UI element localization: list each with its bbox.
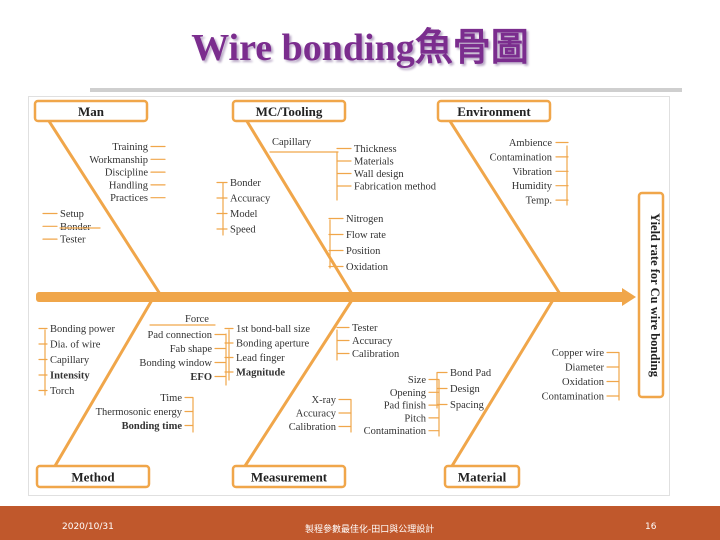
mc-cause: Materials xyxy=(354,157,394,168)
measurement-cause: 1st bond-ball size xyxy=(236,324,310,335)
category-mc-tooling-label: MC/Tooling xyxy=(256,104,323,119)
material-cause: Pad finish xyxy=(384,401,427,412)
man-cause: Bonder xyxy=(60,222,91,233)
mc-cause: Nitrogen xyxy=(346,214,384,225)
environment-cause: Temp. xyxy=(526,196,552,207)
method-cause: Bonding time xyxy=(122,421,183,432)
bone-material xyxy=(450,298,555,468)
effect-label: Yield rate for Cu wire bonding xyxy=(648,213,662,378)
method-cause: Torch xyxy=(50,386,75,397)
measurement-cause: Tester xyxy=(352,323,378,334)
category-environment-box xyxy=(436,99,552,123)
material-cause: Size xyxy=(408,375,426,386)
category-man-box xyxy=(33,99,149,123)
bone-environment xyxy=(446,116,562,296)
material-cause: Pitch xyxy=(404,413,426,424)
mc-cause: Bonder xyxy=(230,178,261,189)
bone-man xyxy=(45,116,162,296)
mc-cause: Model xyxy=(230,209,257,220)
mc-cause: Fabrication method xyxy=(354,182,437,193)
measurement-cause: Magnitude xyxy=(236,368,285,379)
footer-bar xyxy=(0,506,720,540)
material-cause: Bond Pad xyxy=(450,368,492,379)
category-measurement-box xyxy=(231,464,347,489)
environment-cause: Contamination xyxy=(490,152,553,163)
slide-title: Wire bonding魚骨圖 xyxy=(191,27,529,69)
measurement-cause: Accuracy xyxy=(352,336,393,347)
category-environment-label: Environment xyxy=(457,104,531,119)
material-cause: Spacing xyxy=(450,400,485,411)
bone-measurement xyxy=(243,298,354,468)
category-method-label: Method xyxy=(71,470,115,485)
measurement-cause: X-ray xyxy=(312,395,337,406)
method-cause: Capillary xyxy=(50,355,90,366)
method-cause: EFO xyxy=(190,372,212,383)
category-measurement-label: Measurement xyxy=(251,470,328,485)
environment-cause: Ambience xyxy=(509,138,552,149)
method-cause: Bonding window xyxy=(139,358,212,369)
mc-cause: Flow rate xyxy=(346,230,386,241)
diagram-frame xyxy=(28,96,670,496)
material-cause: Oxidation xyxy=(562,377,605,388)
material-cause: Contamination xyxy=(542,392,605,403)
man-cause: Setup xyxy=(60,209,84,220)
category-mc-tooling-box xyxy=(231,99,347,123)
environment-cause: Vibration xyxy=(512,167,552,178)
mc-cause: Speed xyxy=(230,225,256,236)
man-cause: Discipline xyxy=(105,168,148,179)
man-cause: Handling xyxy=(109,180,149,191)
mc-cause: Thickness xyxy=(354,144,397,155)
footer-date: 2020/10/31 xyxy=(62,522,114,532)
bone-method xyxy=(53,298,154,468)
measurement-cause: Bonding aperture xyxy=(236,339,310,350)
spine-arrowhead xyxy=(622,288,636,306)
mc-cause: Capillary xyxy=(272,137,312,148)
man-cause: Practices xyxy=(110,193,148,204)
method-cause: Intensity xyxy=(50,371,90,382)
footer-page-number: 16 xyxy=(645,522,657,532)
material-cause: Opening xyxy=(390,388,427,399)
material-cause: Copper wire xyxy=(552,348,605,359)
measurement-cause: Accuracy xyxy=(296,409,337,420)
footer-center-text: 製程參數最佳化-田口與公理設計 xyxy=(305,525,435,535)
environment-cause: Humidity xyxy=(512,181,553,192)
category-material-box xyxy=(443,464,521,489)
mc-cause: Oxidation xyxy=(346,262,389,273)
method-cause: Force xyxy=(185,314,209,325)
category-method-box xyxy=(35,464,151,489)
method-cause: Thermosonic energy xyxy=(96,407,183,418)
measurement-cause: Calibration xyxy=(352,349,400,360)
effect-box xyxy=(637,191,665,399)
mc-cause: Accuracy xyxy=(230,194,271,205)
method-cause: Pad connection xyxy=(148,330,213,341)
man-cause: Tester xyxy=(60,235,86,246)
method-cause: Fab shape xyxy=(170,344,213,355)
title-underline xyxy=(90,88,682,92)
material-cause: Diameter xyxy=(565,363,605,374)
spine xyxy=(36,292,626,302)
man-cause: Training xyxy=(112,142,149,153)
measurement-cause: Lead finger xyxy=(236,353,285,364)
material-cause: Contamination xyxy=(364,426,427,437)
mc-cause: Wall design xyxy=(354,169,404,180)
man-cause: Workmanship xyxy=(89,155,148,166)
material-cause: Design xyxy=(450,384,480,395)
method-cause: Time xyxy=(160,393,182,404)
method-cause: Dia. of wire xyxy=(50,340,101,351)
category-man-label: Man xyxy=(78,104,105,119)
category-material-label: Material xyxy=(458,470,507,485)
bone-mc-tooling xyxy=(243,116,354,296)
method-cause: Bonding power xyxy=(50,324,116,335)
mc-cause: Position xyxy=(346,246,381,257)
measurement-cause: Calibration xyxy=(289,422,337,433)
